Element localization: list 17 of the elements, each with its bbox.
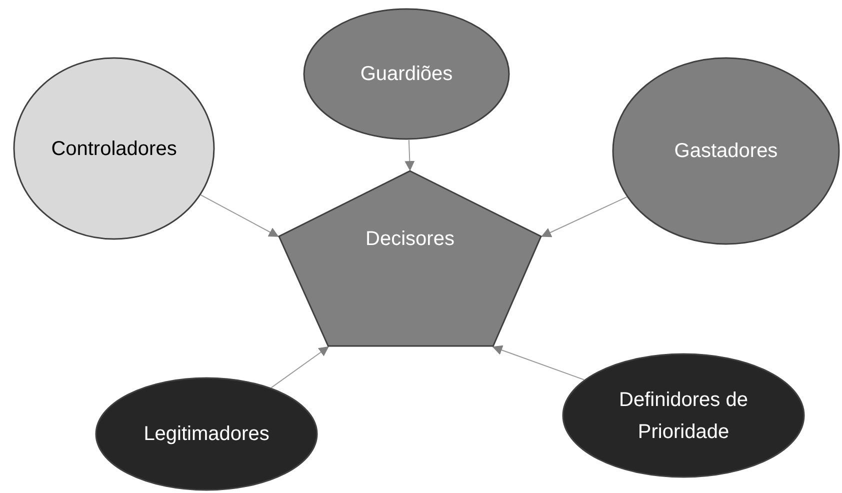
ellipse-node xyxy=(95,377,318,491)
node-label: Legitimadores xyxy=(144,422,270,447)
node-label: Decisores xyxy=(366,226,454,252)
ellipse-node xyxy=(13,57,215,240)
node-label: Definidores de Prioridade xyxy=(618,388,749,444)
arrow xyxy=(270,346,329,388)
arrow xyxy=(541,196,628,238)
node-label: Controladores xyxy=(51,136,177,162)
ellipse-node xyxy=(562,353,805,478)
ellipse-node xyxy=(303,8,510,140)
ellipse-node xyxy=(612,57,840,245)
arrow xyxy=(200,194,279,237)
arrow xyxy=(492,345,584,380)
node-label: Gastadores xyxy=(674,139,778,164)
arrow xyxy=(404,139,415,171)
pentagon-node xyxy=(278,170,542,347)
node-label: Guardiões xyxy=(360,62,453,87)
